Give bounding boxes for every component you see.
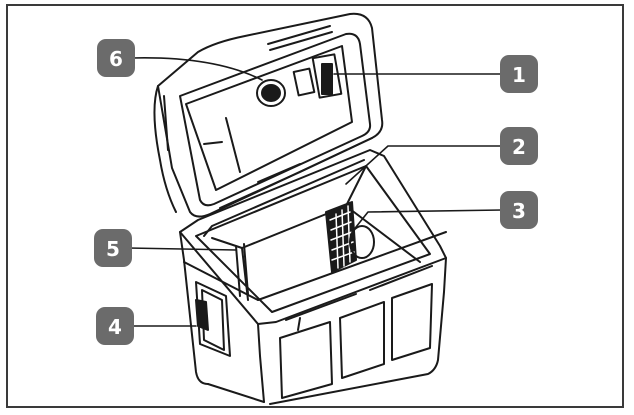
callout-line-6: [131, 57, 263, 81]
callout-label-4: 4: [108, 315, 122, 339]
callout-badge-3: 3: [500, 191, 538, 229]
lid: [153, 12, 384, 218]
callout-badge-6: 6: [97, 39, 135, 77]
callout-label-1: 1: [512, 63, 526, 87]
callout-label-3: 3: [512, 199, 526, 223]
callout-badge-1: 1: [500, 55, 538, 93]
callout-badge-5: 5: [94, 229, 132, 267]
callout-badge-4: 4: [96, 307, 134, 345]
box-body: [179, 149, 447, 405]
mesh-divider: [325, 201, 375, 273]
callout-label-6: 6: [109, 47, 123, 71]
callout-label-2: 2: [512, 135, 526, 159]
callout-line-5: [127, 247, 237, 251]
callout-line-3: [351, 209, 503, 233]
callout-lines: [127, 57, 505, 327]
callout-label-5: 5: [106, 237, 120, 261]
control-area: [256, 53, 343, 107]
callout-badge-2: 2: [500, 127, 538, 165]
callout-line-2: [345, 145, 505, 185]
